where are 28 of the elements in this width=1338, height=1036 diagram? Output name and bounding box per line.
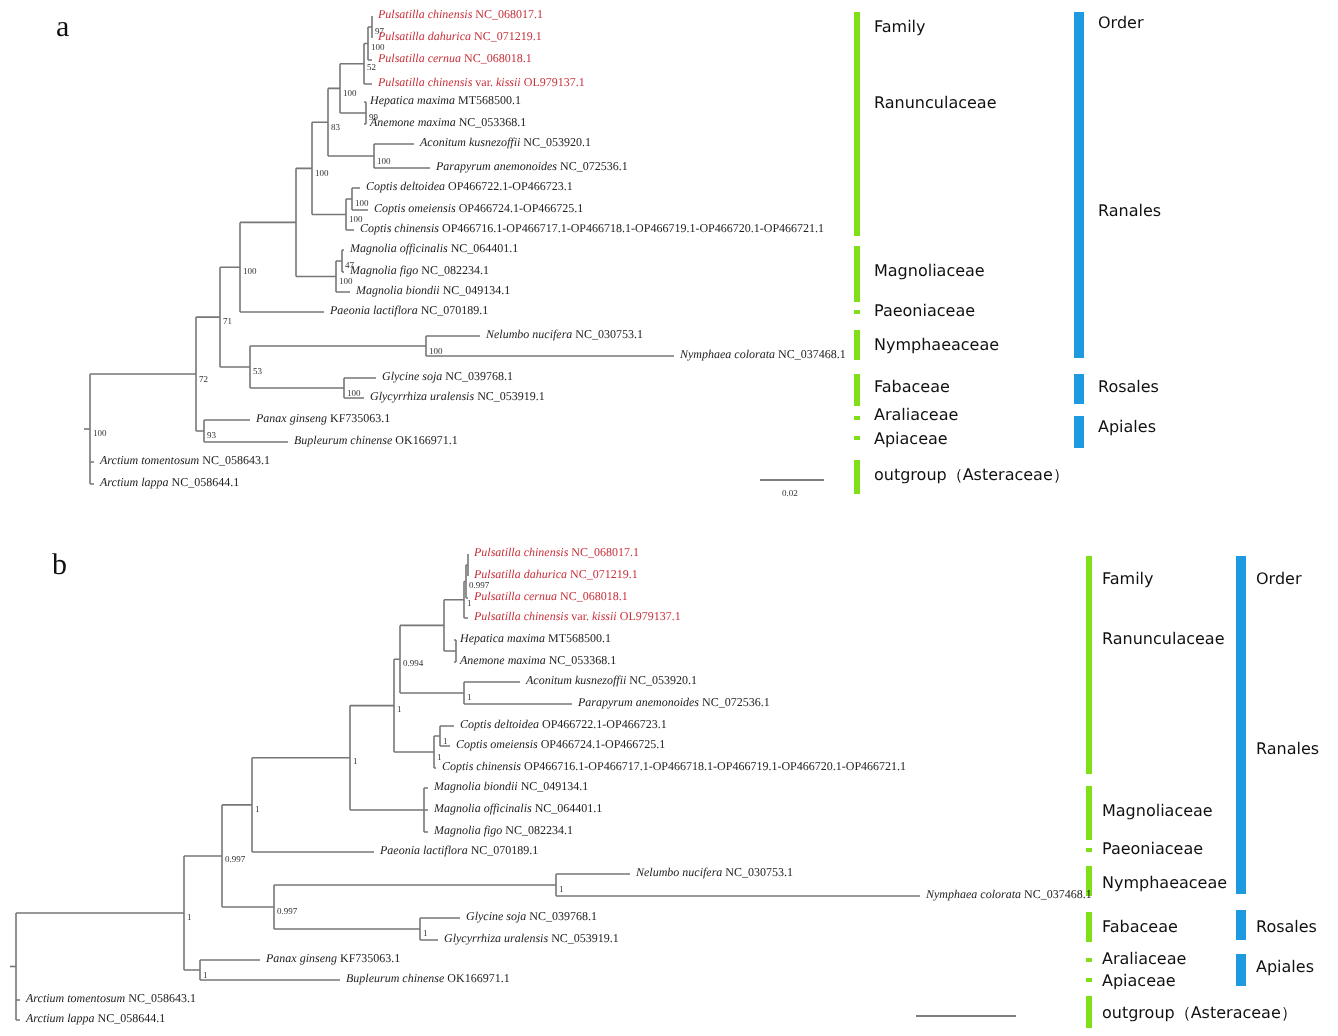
family-label: Nymphaeaceae	[874, 338, 1000, 354]
order-label: Rosales	[1098, 380, 1159, 396]
family-label: Fabaceae	[1102, 920, 1178, 936]
family-label: Fabaceae	[874, 380, 950, 396]
column-heading: Order	[1098, 16, 1144, 32]
family-label: Apiaceae	[1102, 974, 1176, 990]
column-heading: Order	[1256, 572, 1302, 588]
family-label: Ranunculaceae	[874, 96, 997, 112]
family-label: Araliaceae	[1102, 952, 1187, 968]
family-label: Paeoniaceae	[874, 304, 976, 320]
panel-label: a	[56, 13, 70, 43]
family-label: Magnoliaceae	[1102, 804, 1213, 820]
column-heading: Family	[874, 20, 926, 36]
order-label: Ranales	[1256, 742, 1320, 758]
family-label: Paeoniaceae	[1102, 842, 1204, 858]
family-label: outgroup（Asteraceae）	[1102, 1006, 1297, 1022]
order-label: Ranales	[1098, 204, 1162, 220]
family-label: Nymphaeaceae	[1102, 876, 1228, 892]
family-label: outgroup（Asteraceae）	[874, 468, 1069, 484]
family-label: Magnoliaceae	[874, 264, 985, 280]
column-heading: Family	[1102, 572, 1154, 588]
panel-label: b	[52, 551, 67, 581]
order-label: Apiales	[1098, 420, 1156, 436]
order-label: Rosales	[1256, 920, 1317, 936]
order-label: Apiales	[1256, 960, 1314, 976]
family-label: Araliaceae	[874, 408, 959, 424]
family-label: Ranunculaceae	[1102, 632, 1225, 648]
family-label: Apiaceae	[874, 432, 948, 448]
